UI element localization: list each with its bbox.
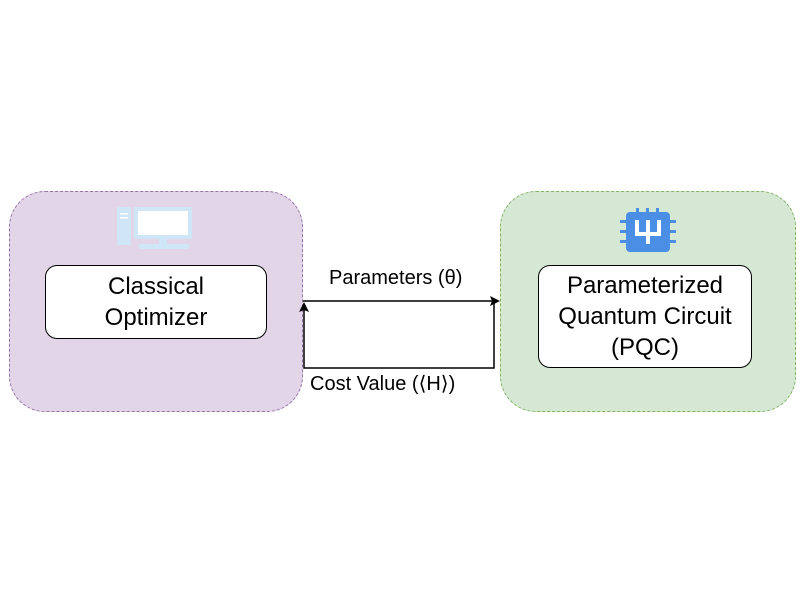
optimizer-label-line-2: Optimizer	[104, 304, 208, 331]
cost-value-label: Cost Value (⟨H⟩)	[310, 373, 456, 395]
pqc-label-line-3: (PQC)	[611, 334, 679, 361]
cost-arrowhead	[299, 302, 309, 312]
optimizer-label-line-1: Classical	[107, 273, 205, 300]
pqc-label-line-2: Quantum Circuit	[558, 303, 732, 330]
parameters-label: Parameters (θ)	[329, 267, 463, 289]
quantum-chip-icon	[620, 208, 676, 252]
pqc-node: Parameterized Quantum Circuit (PQC)	[538, 265, 752, 368]
parameters-arrowhead	[490, 296, 500, 306]
classical-optimizer-node: Classical Optimizer	[45, 265, 267, 339]
computer-icon	[117, 207, 192, 249]
pqc-label-line-1: Parameterized	[566, 272, 724, 299]
cost-arrow-line	[303, 301, 495, 369]
